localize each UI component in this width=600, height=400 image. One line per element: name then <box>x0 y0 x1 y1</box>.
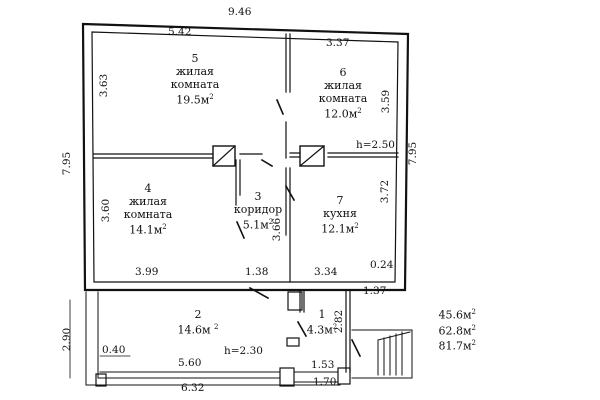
total-overall-area: 81.7м2 <box>438 339 476 353</box>
room-3-label: 3 коридор 5.1м2 <box>226 190 290 232</box>
partition-5-4 <box>93 153 213 159</box>
dim-1-bottom: 1.53 <box>311 359 335 371</box>
dim-annex-wall: 0.40 <box>102 344 126 356</box>
room-4-type: жилая <box>129 195 167 208</box>
annex-outer <box>85 291 341 386</box>
dim-overall-left-lower: 2.90 <box>61 327 74 352</box>
annex-post <box>287 291 303 311</box>
corner-block-left <box>95 373 107 387</box>
outer-wall-inner <box>91 31 399 283</box>
total-living-area: 45.6м2 <box>438 308 476 322</box>
partition-6-7 <box>289 152 399 158</box>
stove-left <box>212 145 236 167</box>
room-6-type: жилая <box>324 79 362 92</box>
room-4-number: 4 <box>144 182 152 195</box>
room-3-type: коридор <box>233 203 283 216</box>
door-porch <box>350 338 362 358</box>
room-5-type2: комната <box>170 78 220 91</box>
room-6-type2: комната <box>318 92 368 105</box>
room-7-type: кухня <box>323 207 357 220</box>
room-4-label: 4 жилая комната 14.1м2 <box>113 182 183 237</box>
partition-corridor-7 <box>285 167 291 283</box>
dim-1-top: 1.37 <box>363 285 387 297</box>
area-totals: 45.6м2 62.8м2 81.7м2 <box>420 306 476 353</box>
dim-wall-thickness: 0.24 <box>370 259 394 271</box>
dim-height-lower: h=2.30 <box>224 345 263 357</box>
room-6-number: 6 <box>339 66 347 79</box>
room-5-label: 5 жилая комната 19.5м2 <box>160 52 230 107</box>
dim-2-bottom: 5.60 <box>178 357 202 369</box>
stairs <box>377 331 411 376</box>
dim-porch-bottom: 1.70 <box>313 376 337 388</box>
door-5 <box>275 98 285 116</box>
annex-bottom-inner <box>97 371 281 379</box>
room-2-area: 14.6м 2 <box>177 323 219 337</box>
room-5-number: 5 <box>191 52 199 65</box>
room-3-number: 3 <box>254 190 262 203</box>
door-1 <box>296 320 308 338</box>
dim-entry-gap: 1.38 <box>245 266 269 278</box>
room-1-number: 1 <box>318 308 326 321</box>
room-4-type2: комната <box>123 208 173 221</box>
total-usable-area: 62.8м2 <box>438 323 476 338</box>
room-5-area: 19.5м2 <box>176 93 214 107</box>
room-2-number: 2 <box>194 308 202 321</box>
stove-right <box>299 145 325 167</box>
dim-5-left: 3.63 <box>98 73 111 98</box>
dim-6-top: 3.37 <box>326 37 350 49</box>
corner-block-mid <box>279 367 295 387</box>
dim-overall-top: 9.46 <box>228 6 252 18</box>
outer-wall-outer <box>81 22 410 292</box>
room-6-area: 12.0м2 <box>324 107 362 121</box>
room-5-type: жилая <box>176 65 214 78</box>
dim-height-upper: h=2.50 <box>356 139 395 151</box>
room-7-number: 7 <box>336 194 344 207</box>
dim-7-bottom: 3.34 <box>314 266 338 278</box>
dim-overall-left-upper: 7.95 <box>61 151 74 176</box>
dim-overall-right: 7.95 <box>407 141 420 166</box>
door-6 <box>260 158 274 168</box>
room-6-label: 6 жилая комната 12.0м2 <box>308 66 378 121</box>
room-4-area: 14.1м2 <box>129 223 167 237</box>
dim-4-bottom: 3.99 <box>135 266 159 278</box>
room-3-area: 5.1м2 <box>242 218 274 232</box>
room-2-label: 2 14.6м 2 <box>168 308 228 337</box>
dim-4-left: 3.60 <box>100 198 113 223</box>
door-entry <box>248 286 270 300</box>
dim-6-right: 3.59 <box>380 89 393 114</box>
dim-overall-bottom: 6.32 <box>181 382 205 394</box>
door-7 <box>284 184 296 202</box>
porch-outline <box>351 329 413 379</box>
dim-7-right: 3.72 <box>379 179 392 204</box>
partition-6-left <box>285 33 291 93</box>
annex-1-right <box>345 289 351 373</box>
room-1-label: 1 4.3м2 <box>304 308 340 337</box>
door-4 <box>235 220 246 240</box>
partition-4-corridor <box>235 159 241 206</box>
room-7-label: 7 кухня 12.1м2 <box>310 194 370 236</box>
annex-divider <box>299 289 305 313</box>
corner-block-right <box>337 367 351 385</box>
dim-5-top: 5.42 <box>168 26 192 38</box>
room-7-area: 12.1м2 <box>321 222 359 236</box>
room-1-area: 4.3м2 <box>306 323 338 337</box>
annex-small-box <box>286 337 300 347</box>
annex-right-bottom <box>293 371 339 383</box>
